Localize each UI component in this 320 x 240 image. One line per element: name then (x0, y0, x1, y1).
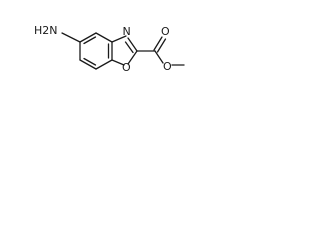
bond-o1-c7a (111, 59, 125, 66)
bond-c5-amine (61, 32, 81, 43)
methyl-5-aminobenzoxazole-2-carboxylate-structure: H2N N O O O (34, 24, 185, 74)
bond-carbonyl-double-a (153, 36, 163, 51)
bond-carbonyl-c-ester-o (154, 50, 164, 64)
bond-c7-c7a (95, 59, 113, 70)
bond-n3-c2 (127, 37, 138, 52)
ring-nitrogen-label: N (123, 25, 131, 38)
bond-c4-c5 (79, 32, 97, 43)
double-bond-n3-c2-inner (124, 41, 134, 54)
ester-oxygen-label: O (163, 60, 172, 73)
bond-c2-o1 (127, 50, 138, 65)
double-bond-c4-c5-inner (83, 36, 97, 45)
carbonyl-oxygen-label: O (161, 25, 170, 38)
bond-c3a-c4 (95, 32, 113, 43)
amine-label: H2N (34, 24, 58, 37)
bond-c6-c7 (79, 59, 97, 70)
bond-carbonyl-double-b (156, 38, 167, 53)
benzene-ring (79, 32, 113, 70)
bond-c3a-n3 (111, 35, 127, 43)
oxazole-ring (111, 35, 138, 66)
ring-oxygen-label: O (122, 61, 131, 74)
double-bond-c6-c7-inner (83, 57, 97, 66)
methyl-ester-group (136, 36, 185, 66)
